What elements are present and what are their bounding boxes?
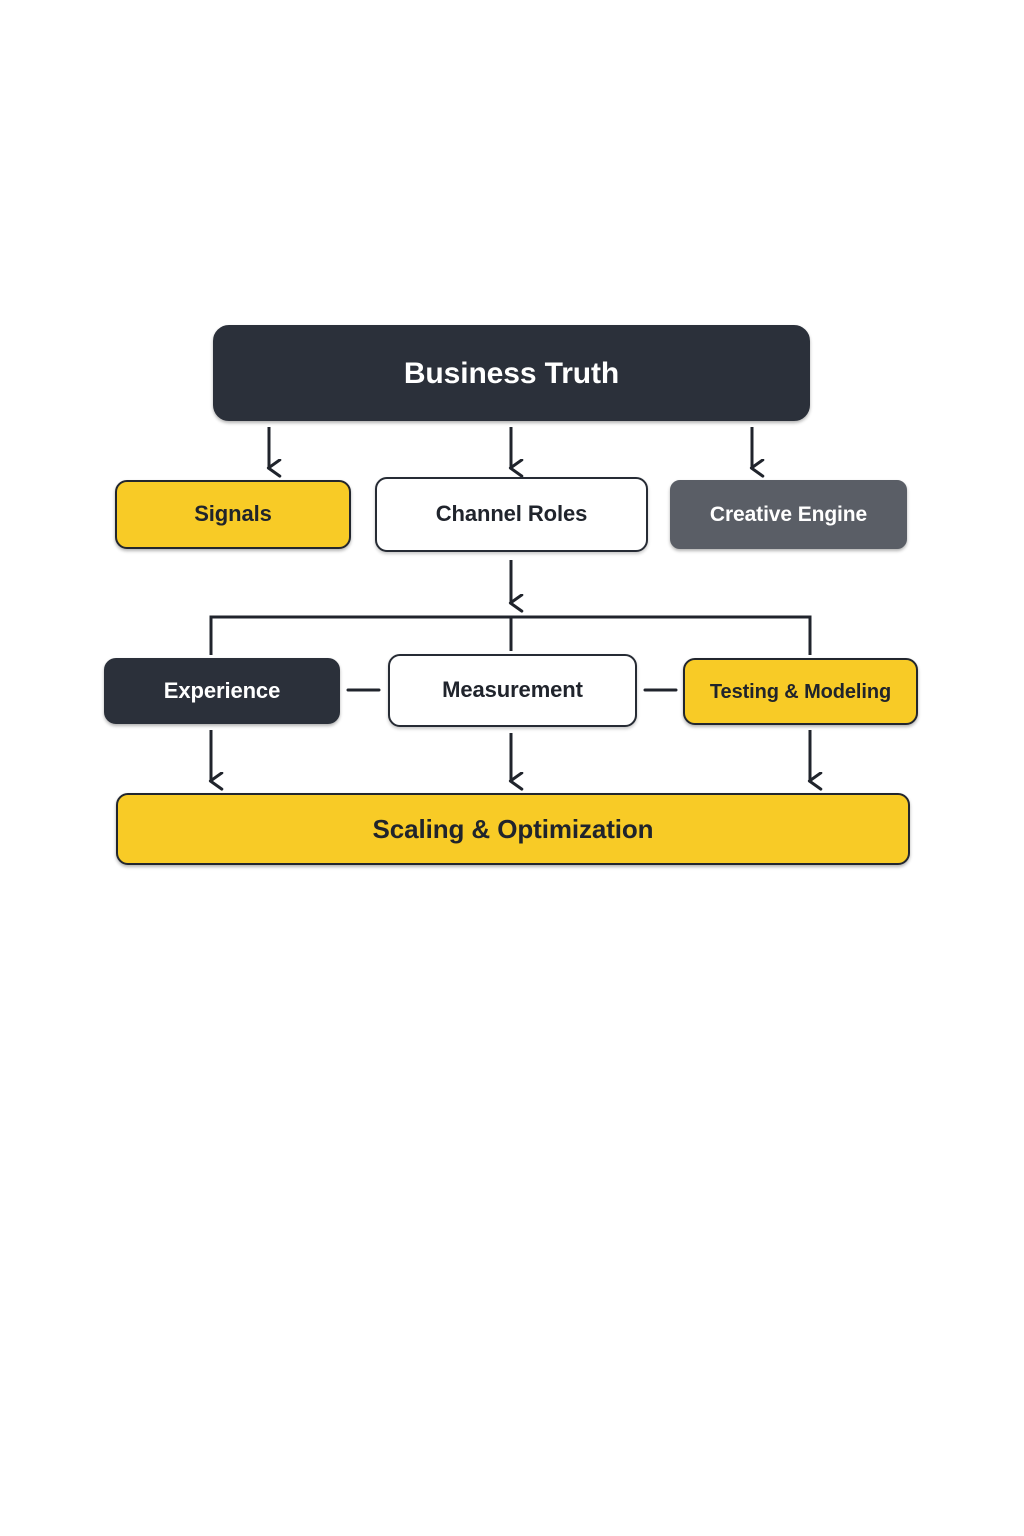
node-channel-roles-label: Channel Roles bbox=[435, 501, 588, 527]
node-creative-engine-label: Creative Engine bbox=[709, 502, 868, 526]
node-channel-roles[interactable]: Channel Roles bbox=[375, 477, 648, 552]
node-testing-modeling-label: Testing & Modeling bbox=[709, 680, 892, 703]
node-experience[interactable]: Experience bbox=[104, 658, 340, 724]
node-measurement[interactable]: Measurement bbox=[388, 654, 637, 727]
node-scaling-optimization[interactable]: Scaling & Optimization bbox=[116, 793, 910, 865]
node-creative-engine[interactable]: Creative Engine bbox=[670, 480, 907, 549]
node-experience-label: Experience bbox=[163, 677, 281, 703]
node-business-truth-label: Business Truth bbox=[403, 356, 620, 390]
node-testing-modeling[interactable]: Testing & Modeling bbox=[683, 658, 918, 725]
node-business-truth[interactable]: Business Truth bbox=[213, 325, 810, 421]
node-signals[interactable]: Signals bbox=[115, 480, 351, 549]
node-signals-label: Signals bbox=[194, 501, 272, 527]
node-scaling-optimization-label: Scaling & Optimization bbox=[372, 813, 654, 844]
node-measurement-label: Measurement bbox=[442, 677, 583, 703]
